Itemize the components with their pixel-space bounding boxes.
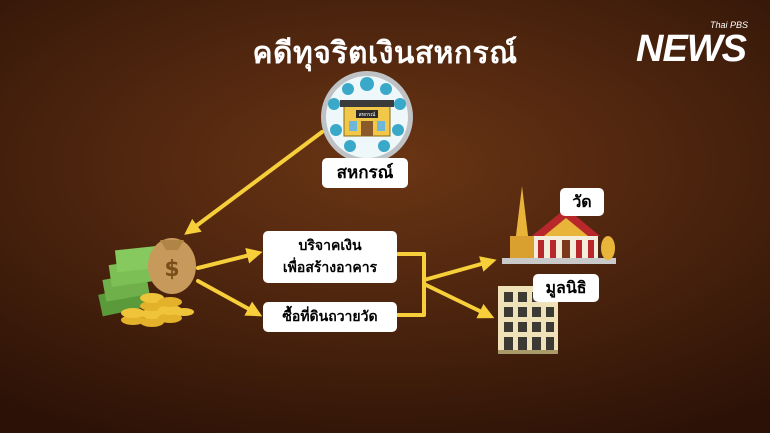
arrow-money-to-land [196,279,263,317]
temple-label: วัด [560,188,604,216]
arrow-money-to-donate [196,247,263,270]
cooperative-label: สหกรณ์ [322,158,408,188]
donate-label-line1: บริจาคเงิน [298,238,362,254]
thai-pbs-news-logo: Thai PBS NEWS [632,20,756,76]
arrow-to-foundation [422,282,495,319]
foundation-label: มูลนิธิ [533,274,599,302]
logo-main-text: NEWS [636,28,747,70]
cooperative-sign-text: สหกรณ์ [359,111,376,118]
arrow-to-temple [422,256,497,282]
donate-label-line2: เพื่อสร้างอาคาร [282,260,378,276]
svg-text:$: $ [164,257,179,282]
land-label: ซื้อที่ดินถวายวัด [263,302,397,332]
donate-label: บริจาคเงิน เพื่อสร้างอาคาร [263,231,397,283]
page-title: คดีทุจริตเงินสหกรณ์ [252,36,518,71]
connectors [184,130,497,319]
arrow-coop-to-money [184,130,324,235]
bracket-donate-land [396,252,426,317]
temple-icon [502,186,616,264]
cooperative-icon: สหกรณ์ [321,71,413,163]
logo-small-text: Thai PBS [709,20,748,30]
money-bag-icon: $ [98,238,196,327]
